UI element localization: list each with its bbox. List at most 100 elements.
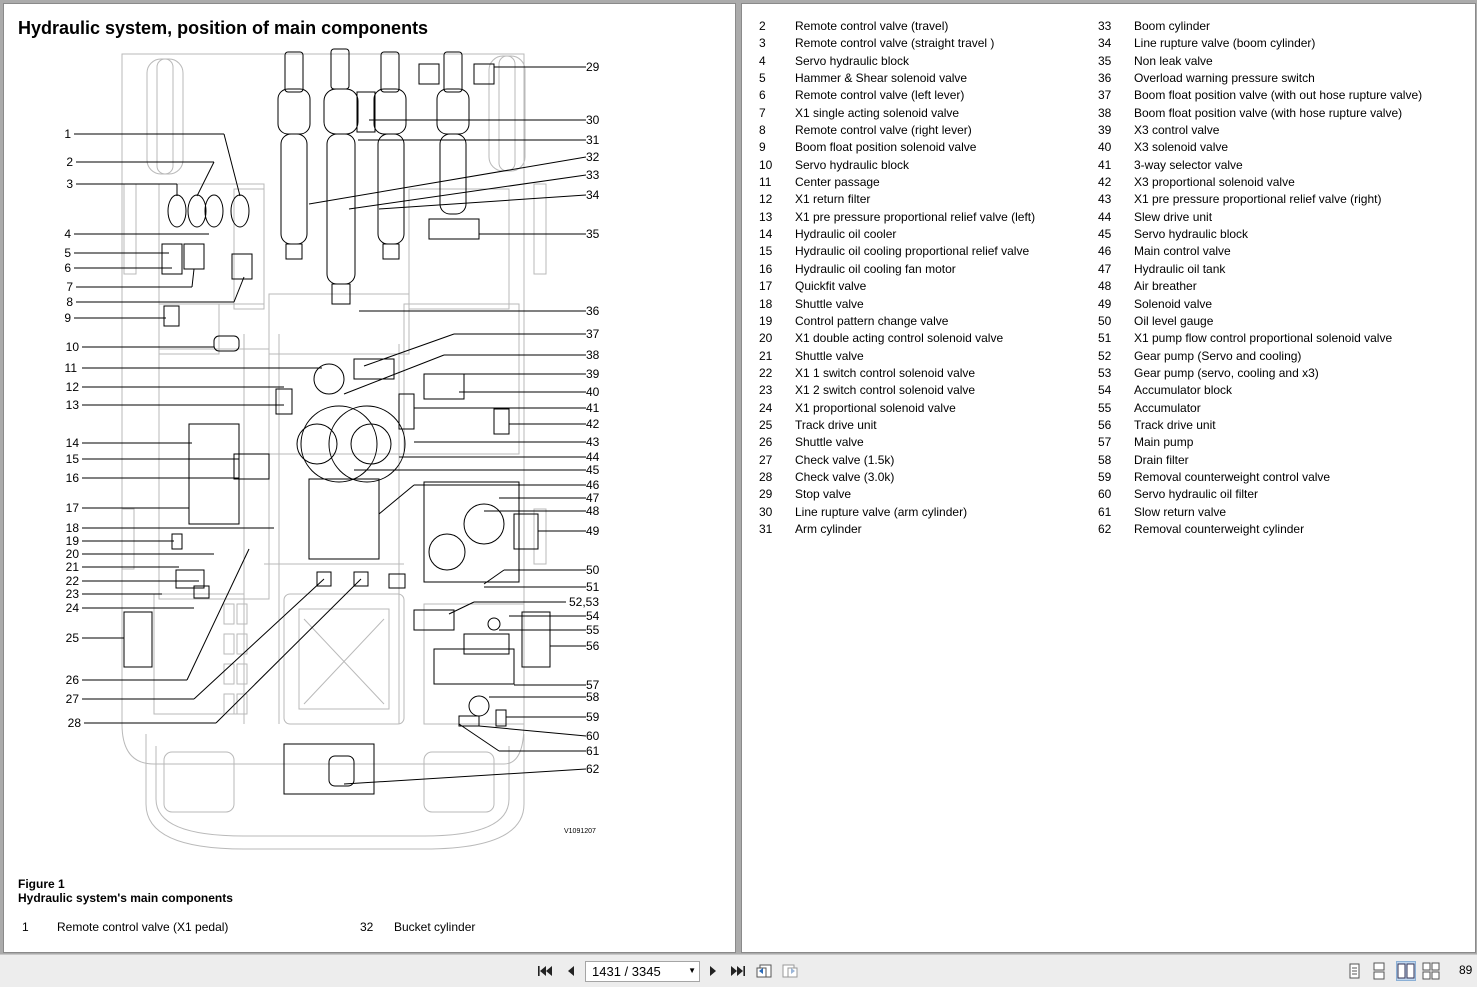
continuous-view-icon[interactable] — [1370, 962, 1388, 980]
legend-text: Hydraulic oil tank — [1134, 261, 1226, 276]
legend-text: Gear pump (Servo and cooling) — [1134, 348, 1302, 363]
callout-41: 41 — [586, 401, 600, 415]
legend-text: X1 1 switch control solenoid valve — [795, 365, 976, 380]
legend-item-22: 22 X1 1 switch control solenoid valve — [759, 366, 1089, 383]
callout-17: 17 — [66, 501, 80, 515]
legend-number: 9 — [759, 140, 766, 155]
legend-text: X1 single acting solenoid valve — [795, 105, 960, 120]
legend-number: 17 — [759, 279, 773, 294]
legend-text: Hydraulic oil cooling proportional relie… — [795, 244, 1030, 259]
legend-text: Arm cylinder — [795, 521, 862, 536]
legend-number: 14 — [759, 227, 773, 242]
legend-item-17: 17 Quickfit valve — [759, 279, 1089, 296]
zoom-level[interactable]: 89 — [1459, 963, 1473, 977]
legend-text: Track drive unit — [795, 417, 877, 432]
legend-number: 54 — [1098, 383, 1112, 398]
legend-text: Center passage — [795, 175, 880, 190]
legend-number: 4 — [759, 53, 766, 68]
page-number-select[interactable]: 1431 / 3345 ▼ — [585, 961, 700, 982]
legend-text: Shuttle valve — [795, 348, 864, 363]
legend-text: X3 control valve — [1134, 123, 1220, 138]
legend-number: 21 — [759, 348, 773, 363]
legend-number: 22 — [759, 365, 773, 380]
hydraulic-diagram: 1234567891011121314151617181920212223242… — [64, 48, 600, 850]
legend-number: 50 — [1098, 313, 1112, 328]
callout-5: 5 — [64, 246, 71, 260]
legend-number: 61 — [1098, 504, 1112, 519]
legend-text: Main pump — [1134, 435, 1194, 450]
bottom-item-1-num: 1 — [22, 920, 29, 934]
go-back-icon[interactable] — [755, 962, 773, 980]
callout-28: 28 — [68, 716, 82, 730]
callout-50: 50 — [586, 563, 600, 577]
legend-text: Remote control valve (right lever) — [795, 123, 972, 138]
legend-number: 35 — [1098, 53, 1112, 68]
legend-text: X1 double acting control solenoid valve — [795, 331, 1004, 346]
legend-text: Slow return valve — [1134, 504, 1227, 519]
two-page-continuous-view-icon[interactable] — [1422, 962, 1440, 980]
legend-text: Line rupture valve (boom cylinder) — [1134, 36, 1316, 51]
legend-text: Oil level gauge — [1134, 313, 1214, 328]
legend-number: 23 — [759, 383, 773, 398]
legend-number: 24 — [759, 400, 773, 415]
legend-number: 52 — [1098, 348, 1112, 363]
legend-item-52: 52 Gear pump (Servo and cooling) — [1098, 349, 1468, 366]
document-page-left: Hydraulic system, position of main compo… — [3, 3, 736, 953]
legend-item-47: 47 Hydraulic oil tank — [1098, 262, 1468, 279]
callout-22: 22 — [66, 574, 80, 588]
callout-2: 2 — [66, 155, 73, 169]
callout-18: 18 — [66, 521, 80, 535]
go-forward-icon[interactable] — [781, 962, 799, 980]
previous-page-icon[interactable] — [562, 962, 580, 980]
legend-number: 12 — [759, 192, 773, 207]
legend-number: 15 — [759, 244, 773, 259]
legend-number: 8 — [759, 123, 766, 138]
legend-number: 58 — [1098, 452, 1112, 467]
legend-item-23: 23 X1 2 switch control solenoid valve — [759, 383, 1089, 400]
legend-item-50: 50 Oil level gauge — [1098, 314, 1468, 331]
first-page-icon[interactable] — [537, 962, 555, 980]
legend-number: 10 — [759, 157, 773, 172]
callout-56: 56 — [586, 639, 600, 653]
legend-number: 47 — [1098, 261, 1112, 276]
legend-text: Quickfit valve — [795, 279, 867, 294]
legend-number: 25 — [759, 417, 773, 432]
legend-number: 26 — [759, 435, 773, 450]
legend-text: Servo hydraulic block — [795, 157, 910, 172]
next-page-icon[interactable] — [704, 962, 722, 980]
legend-number: 56 — [1098, 417, 1112, 432]
single-page-view-icon[interactable] — [1345, 962, 1363, 980]
callout-61: 61 — [586, 744, 600, 758]
callout-62: 62 — [586, 762, 600, 776]
legend-number: 11 — [759, 175, 772, 190]
legend-text: Solenoid valve — [1134, 296, 1213, 311]
legend-item-25: 25 Track drive unit — [759, 418, 1089, 435]
last-page-icon[interactable] — [728, 962, 746, 980]
legend-text: X1 2 switch control solenoid valve — [795, 383, 976, 398]
legend-number: 7 — [759, 105, 766, 120]
legend-text: Remote control valve (left lever) — [795, 88, 965, 103]
two-page-view-icon[interactable] — [1396, 961, 1416, 981]
callout-45: 45 — [586, 463, 600, 477]
legend-number: 39 — [1098, 123, 1112, 138]
callout-11: 11 — [65, 361, 78, 375]
